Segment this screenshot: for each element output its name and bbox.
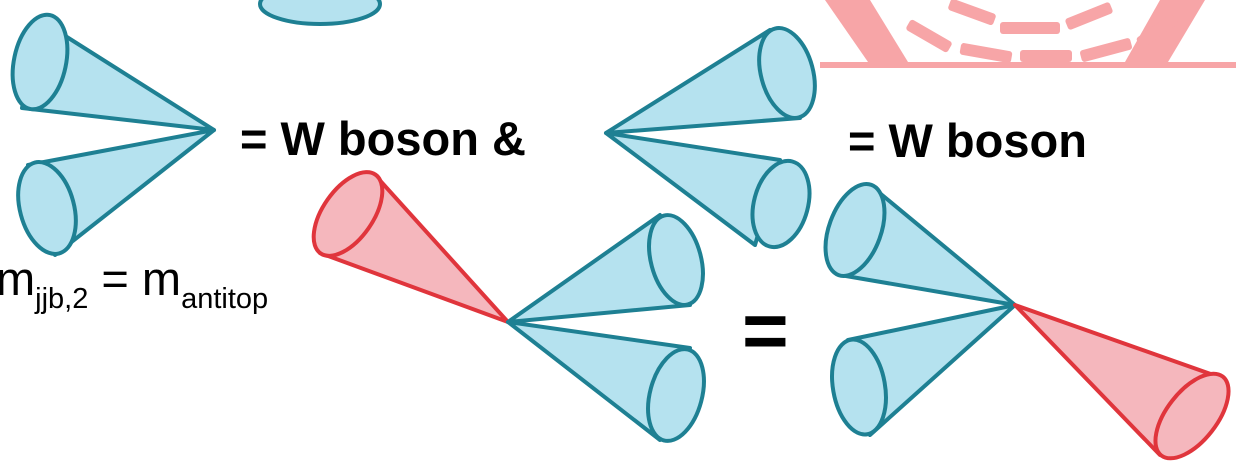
light-jet-cone <box>830 303 1017 437</box>
mass-equals-m: = m <box>88 252 181 305</box>
light-jet-cone <box>604 131 812 250</box>
partial-light-jet-cone <box>258 0 382 26</box>
light-jet-cone <box>506 213 705 324</box>
light-jet-cone <box>604 26 817 135</box>
light-jet-cone <box>16 128 216 257</box>
light-jet-cone <box>10 12 216 132</box>
detector-layers <box>820 0 1236 68</box>
antitop-jet-group-right <box>823 182 1231 461</box>
w-boson-cone-pair-middle <box>604 26 817 250</box>
b-jet-cone <box>311 170 510 324</box>
light-jet-cone <box>823 182 1017 307</box>
equals-sign: = <box>742 286 789 375</box>
antitop-jet-group-center <box>311 170 706 443</box>
mass-subscript-antitop: antitop <box>181 283 268 315</box>
mass-symbol: m <box>0 252 35 305</box>
w-boson-label: = W boson <box>848 114 1087 167</box>
mass-subscript-jjb: jjb,2 <box>34 283 88 315</box>
b-jet-cone <box>1013 303 1231 461</box>
mass-equation-label: mjjb,2 = mantitop <box>0 252 268 315</box>
w-boson-cone-pair-left <box>10 12 216 257</box>
w-boson-and-label: = W boson & <box>240 112 526 165</box>
light-jet-cone <box>506 320 706 443</box>
